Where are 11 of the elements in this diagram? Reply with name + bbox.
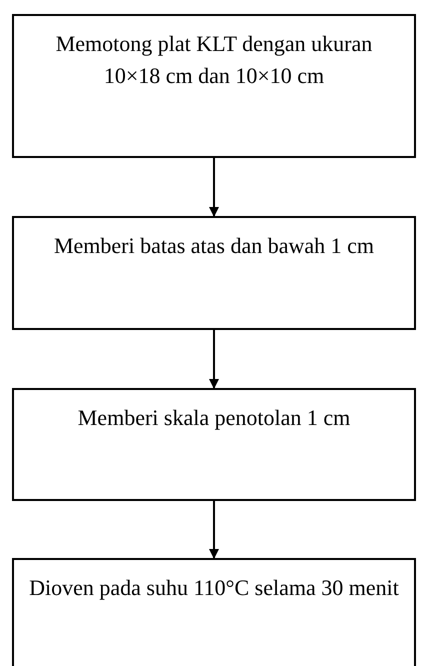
arrow <box>209 501 219 559</box>
arrow <box>209 158 219 217</box>
step-text: Memberi batas atas dan bawah 1 cm <box>54 232 374 260</box>
step-text: Memotong plat KLT dengan ukuran 10×18 cm dan 10×10 cm <box>54 30 374 90</box>
process-box <box>12 216 416 330</box>
process-box <box>12 388 416 501</box>
step-text: Memberi skala penotolan 1 cm <box>78 404 350 432</box>
arrow <box>209 330 219 389</box>
process-box <box>12 14 416 158</box>
process-box <box>12 558 416 666</box>
step-text: Dioven pada suhu 110°C selama 30 menit <box>29 574 399 602</box>
